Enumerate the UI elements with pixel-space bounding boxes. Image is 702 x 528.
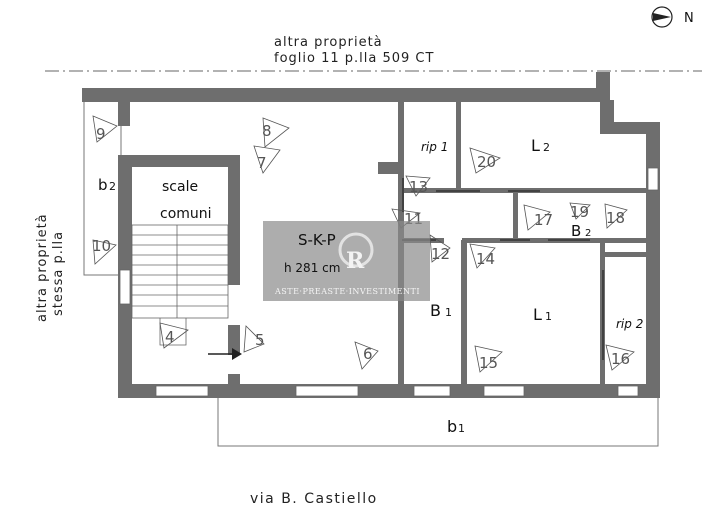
photo-viewpoint-marks [92,115,635,373]
photo-point-8: 8 [262,122,272,140]
watermark-logo-icon: R [338,232,374,274]
photo-point-12: 12 [431,245,450,263]
watermark: S-K-P h 281 cm R ASTE·PREASTE·INVESTIMEN… [263,221,430,301]
room-L2-main: L [531,136,540,155]
photo-point-15: 15 [479,354,498,372]
photo-point-19: 19 [570,203,589,221]
photo-point-16: 16 [611,350,630,368]
room-L1-main: L [533,305,542,324]
side-property-line2: stessa p.lla [51,231,66,316]
room-B2-main: B [571,222,581,240]
top-property-line2: foglio 11 p.lla 509 CT [274,51,434,66]
main-room-height: h 281 cm [284,261,340,275]
photo-point-18: 18 [606,209,625,227]
room-b1-sub: 1 [458,422,465,435]
photo-point-13: 13 [409,178,428,196]
room-B1-sub: 1 [445,306,452,319]
room-B2-sub: 2 [585,228,591,239]
photo-point-6: 6 [363,345,373,363]
stair-label-line1: scale [162,179,198,195]
photo-point-4: 4 [165,328,175,346]
photo-point-17: 17 [534,211,553,229]
main-room-name: S-K-P [298,231,336,249]
top-property-line1: altra proprietà [274,35,383,50]
room-b1-main: b [447,417,457,436]
north-compass-icon [651,6,673,28]
street-label: via B. Castiello [250,491,378,507]
room-B1-main: B [430,301,441,320]
north-label: N [684,11,694,26]
stair-label-line2: comuni [160,206,212,222]
room-b2-sub: 2 [109,180,116,193]
photo-point-20: 20 [477,153,496,171]
side-property-line1: altra proprietà [35,213,50,322]
room-L1-sub: 1 [545,310,552,323]
photo-point-10: 10 [92,237,111,255]
room-L2-sub: 2 [543,141,550,154]
photo-point-9: 9 [96,125,106,143]
svg-text:R: R [346,248,365,274]
room-rip1: rip 1 [421,140,448,154]
photo-point-7: 7 [257,154,267,172]
balcony-b1-outline [217,398,659,447]
watermark-text: ASTE·PREASTE·INVESTIMENTI [274,287,420,296]
entrance-arrow [208,348,242,360]
stairs [131,224,229,346]
photo-point-14: 14 [476,250,495,268]
room-rip2: rip 2 [616,317,643,331]
photo-point-5: 5 [255,331,265,349]
room-b2-main: b [98,176,108,194]
windows [119,167,659,397]
